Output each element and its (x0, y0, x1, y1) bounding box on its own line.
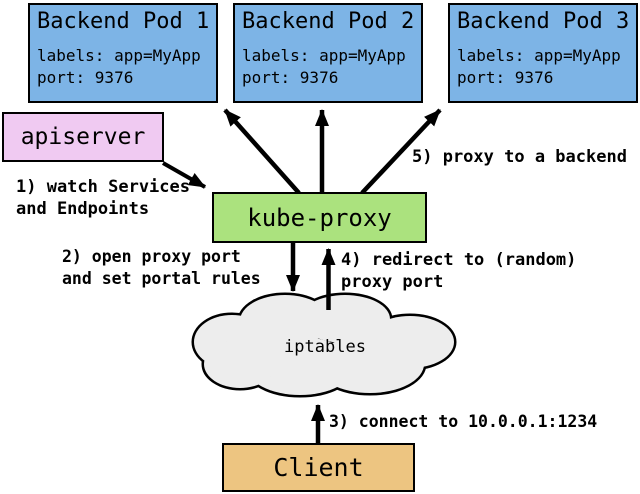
pod-port: port: 9376 (242, 68, 339, 87)
backend-pod-3: Backend Pod 3 labels: app=MyApp port: 93… (448, 3, 638, 103)
step-3-connect: 3) connect to 10.0.0.1:1234 (329, 412, 598, 431)
step-2-open-proxy-port: 2) open proxy port and set portal rules (62, 247, 261, 288)
apiserver-box: apiserver (2, 112, 164, 162)
arrow-apiserver-to-kube-proxy (162, 161, 206, 189)
client-label: Client (273, 453, 364, 482)
client-box: Client (222, 443, 415, 492)
arrow-kube-proxy-to-pod1 (223, 108, 301, 195)
step-5-proxy-to-backend: 5) proxy to a backend (412, 147, 627, 167)
arrow-kube-proxy-to-pod3 (360, 108, 442, 195)
pod-port: port: 9376 (457, 68, 554, 87)
step-1-watch-services: 1) watch Services and Endpoints (16, 177, 190, 219)
pod-title: Backend Pod 3 (457, 9, 630, 34)
backend-pod-1: Backend Pod 1 labels: app=MyApp port: 93… (28, 3, 218, 103)
pod-labels: labels: app=MyApp (242, 46, 406, 65)
apiserver-label: apiserver (20, 124, 146, 150)
pod-title: Backend Pod 1 (37, 9, 210, 34)
backend-pod-2: Backend Pod 2 labels: app=MyApp port: 93… (233, 3, 423, 103)
pod-labels: labels: app=MyApp (457, 46, 621, 65)
pod-port: port: 9376 (37, 68, 134, 87)
iptables-cloud (191, 292, 457, 398)
kube-proxy-label: kube-proxy (247, 203, 392, 232)
pod-labels: labels: app=MyApp (37, 46, 201, 65)
step-4-redirect: 4) redirect to (random) proxy port (341, 250, 577, 292)
kube-proxy-box: kube-proxy (212, 192, 427, 243)
pod-title: Backend Pod 2 (242, 9, 415, 34)
iptables-label: iptables (284, 337, 366, 357)
